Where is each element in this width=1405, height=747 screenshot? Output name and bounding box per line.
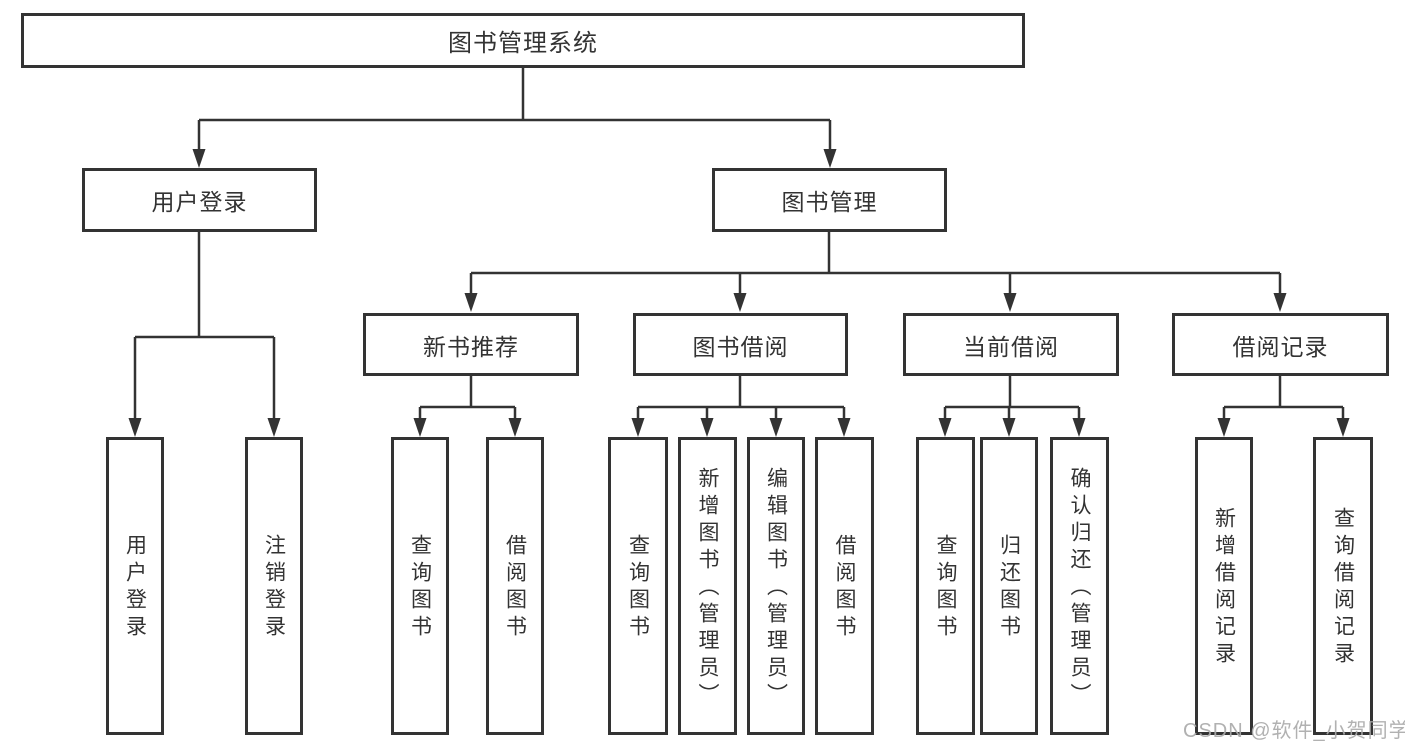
leaf-return-books: 归还图书 xyxy=(980,437,1038,735)
connector-book-mgmt-to-level3 xyxy=(464,232,1287,312)
leaf-add-borrow-record: 新增借阅记录 xyxy=(1195,437,1253,735)
leaf-query-books-recommend: 查询图书 xyxy=(391,437,449,735)
leaf-add-books-admin: 新增图书（管理员） xyxy=(678,437,737,735)
connector-user-login-to-leaves xyxy=(128,232,281,437)
leaf-user-login: 用户登录 xyxy=(106,437,164,735)
node-book-management: 图书管理 xyxy=(712,168,947,232)
connector-new-book-to-leaves xyxy=(413,376,522,437)
node-new-book-recommendation: 新书推荐 xyxy=(363,313,579,376)
node-borrowing-records: 借阅记录 xyxy=(1172,313,1389,376)
node-book-borrowing: 图书借阅 xyxy=(633,313,848,376)
leaf-logout: 注销登录 xyxy=(245,437,303,735)
leaf-borrow-books-recommend: 借阅图书 xyxy=(486,437,544,735)
node-current-borrowing: 当前借阅 xyxy=(903,313,1119,376)
leaf-query-books-current: 查询图书 xyxy=(916,437,975,735)
node-root: 图书管理系统 xyxy=(21,13,1025,68)
connector-current-borrow-to-leaves xyxy=(938,376,1086,437)
leaf-query-borrow-record: 查询借阅记录 xyxy=(1313,437,1373,735)
leaf-confirm-return-admin: 确认归还（管理员） xyxy=(1050,437,1109,735)
leaf-borrow-books-borrowing: 借阅图书 xyxy=(815,437,874,735)
watermark: CSDN @软件_小贺同学 xyxy=(1183,720,1405,742)
connector-book-borrow-to-leaves xyxy=(631,376,851,437)
leaf-query-books-borrowing: 查询图书 xyxy=(608,437,668,735)
node-user-login: 用户登录 xyxy=(82,168,317,232)
connector-root-to-level2 xyxy=(192,68,837,168)
connector-borrow-record-to-leaves xyxy=(1217,376,1350,437)
leaf-edit-books-admin: 编辑图书（管理员） xyxy=(747,437,805,735)
